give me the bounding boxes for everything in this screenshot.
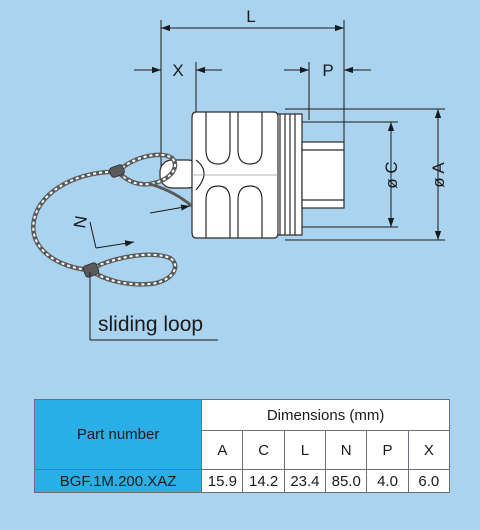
column-header-a: A — [201, 430, 244, 470]
dim-label-c: ø C — [382, 161, 401, 188]
dimensions-table: Part number Dimensions (mm) A C L N P X … — [33, 399, 451, 493]
callout-leader — [89, 272, 218, 341]
crimp-sleeves — [82, 164, 125, 278]
value-n: 85.0 — [325, 469, 368, 493]
column-header-p: P — [366, 430, 409, 470]
dim-label-x: X — [172, 61, 183, 80]
dim-label-l: L — [246, 7, 255, 26]
dim-label-a: ø A — [429, 162, 448, 188]
dim-label-p: P — [322, 61, 333, 80]
column-header-l: L — [283, 430, 327, 470]
technical-drawing: L X P ø C ø A — [31, 7, 448, 341]
value-p: 4.0 — [366, 469, 409, 493]
dimensions-header: Dimensions (mm) — [201, 399, 450, 431]
table-row: BGF.1M.200.XAZ 15.9 14.2 23.4 85.0 4.0 6… — [33, 469, 451, 493]
column-header-n: N — [325, 430, 368, 470]
dimension-n — [89, 204, 191, 249]
dim-label-n: N — [70, 214, 91, 229]
cap-body — [159, 111, 345, 239]
value-a: 15.9 — [201, 469, 244, 493]
value-x: 6.0 — [407, 469, 451, 493]
extension-lines — [160, 20, 445, 241]
part-number-cell: BGF.1M.200.XAZ — [33, 469, 203, 493]
part-number-header: Part number — [33, 399, 203, 470]
sliding-loop-label: sliding loop — [98, 313, 203, 336]
value-c: 14.2 — [242, 469, 285, 493]
lanyard-cord — [31, 152, 193, 287]
column-header-c: C — [242, 430, 285, 470]
column-header-x: X — [407, 430, 451, 470]
value-l: 23.4 — [283, 469, 327, 493]
